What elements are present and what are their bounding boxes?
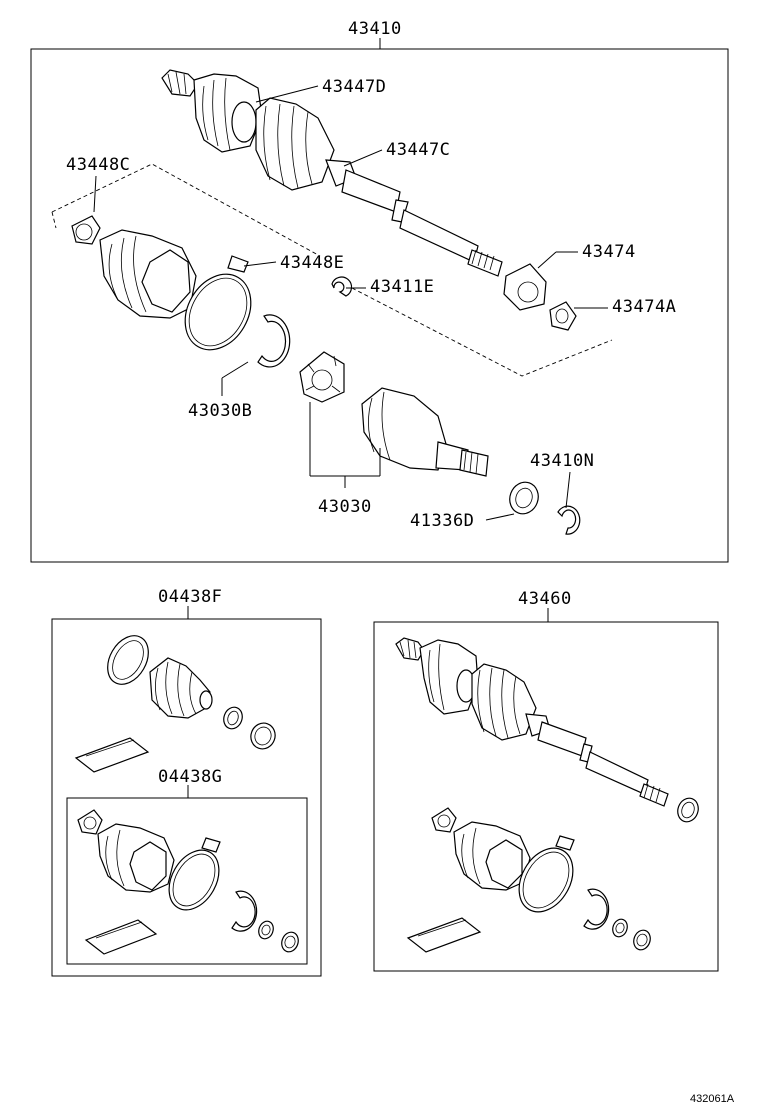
ring-43460-large: [633, 929, 651, 951]
snap-ring-43460: [583, 888, 610, 930]
kit-g-boot: [97, 823, 175, 893]
outer-race-43030: [361, 387, 489, 477]
snap-ring-43030B: [257, 314, 291, 368]
grease-pack-43460: [406, 917, 482, 953]
snap-ring-43410N: [557, 505, 581, 535]
clamp-43448C: [71, 215, 101, 245]
label-41336D: 41336D: [410, 511, 474, 531]
label-43030B: 43030B: [188, 401, 252, 421]
kit-f-ring-large: [250, 722, 276, 750]
group-04438F-frame: [51, 618, 322, 977]
kit-f-grease-pack: [74, 737, 150, 773]
kit-g-band: [168, 837, 221, 911]
label-43448E: 43448E: [280, 253, 344, 273]
group-43460-frame: [373, 621, 719, 972]
band-43460: [518, 835, 575, 913]
label-04438G: 04438G: [158, 767, 222, 787]
damper-43474: [503, 263, 547, 311]
group-04438F: 04438F 04438G: [51, 587, 322, 977]
group-04438G: 04438G: [66, 767, 308, 965]
label-43448C: 43448C: [66, 155, 130, 175]
drive-shaft-assembly: [161, 69, 503, 277]
clamp-43474A: [549, 301, 577, 331]
kit-g-ring-small: [258, 920, 274, 940]
label-04438F: 04438F: [158, 587, 222, 607]
kit-g-clamp: [77, 809, 103, 835]
kit-g-ring-large: [281, 931, 299, 953]
inboard-boot: [99, 229, 197, 319]
seal-41336D: [509, 481, 539, 515]
label-43447D: 43447D: [322, 77, 386, 97]
kit-f-boot: [149, 657, 213, 719]
kit-f-band: [107, 635, 149, 685]
clamp-43460: [431, 807, 457, 833]
ring-43460-small: [612, 918, 628, 938]
boot-43460: [453, 821, 531, 891]
kit-g-snap-ring: [231, 890, 258, 932]
tripod-43030: [299, 351, 345, 403]
kit-g-grease-pack: [84, 919, 158, 955]
ring-43460-end: [677, 797, 699, 823]
label-43474: 43474: [582, 242, 636, 262]
label-43447C: 43447C: [386, 140, 450, 160]
circlip-43411E: [331, 276, 353, 297]
kit-f-ring-small: [223, 706, 243, 730]
group-04438G-frame: [66, 797, 308, 965]
shaft-43460: [395, 637, 669, 807]
band-43448E: [184, 255, 252, 351]
label-43410: 43410: [348, 19, 402, 39]
label-43411E: 43411E: [370, 277, 434, 297]
label-43460: 43460: [518, 589, 572, 609]
label-43410N: 43410N: [530, 451, 594, 471]
group-43410: 43410 43447D 43447C 43448C: [30, 19, 729, 563]
label-43474A: 43474A: [612, 297, 676, 317]
figure-code: 432061A: [690, 1093, 735, 1105]
label-43030: 43030: [318, 497, 372, 517]
group-43460: 43460: [373, 589, 719, 972]
